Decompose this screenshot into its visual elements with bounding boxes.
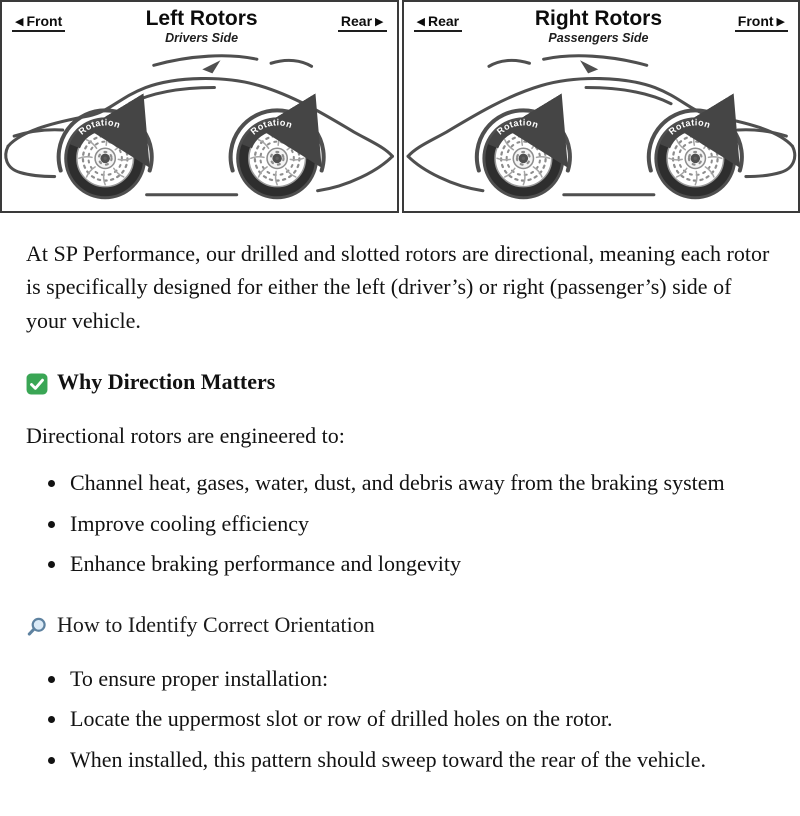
- car-illustration-passenger-side: Rotation Rotation: [404, 41, 799, 211]
- rear-direction-label: Rear ▶: [338, 13, 387, 32]
- panel-title: Right Rotors: [462, 8, 735, 30]
- rear-label-text: Rear: [428, 13, 459, 29]
- section-why-direction-matters: Why Direction Matters: [26, 365, 774, 398]
- right-panel-header: ◀ Rear Right Rotors Passengers Side Fron…: [404, 2, 799, 45]
- panel-subtitle: Drivers Side: [65, 31, 338, 45]
- list-item: To ensure proper installation:: [68, 662, 770, 695]
- arrow-left-icon: ◀: [15, 16, 23, 27]
- section-how-to-identify: How to Identify Correct Orientation: [26, 608, 774, 641]
- section1-lead: Directional rotors are engineered to:: [26, 419, 774, 452]
- intro-paragraph: At SP Performance, our drilled and slott…: [26, 237, 774, 337]
- section-title: Why Direction Matters: [57, 365, 275, 398]
- car-illustration-driver-side: Rotation Rotation: [2, 41, 397, 211]
- list-item: Improve cooling efficiency: [68, 507, 770, 540]
- front-direction-label: ◀ Front: [12, 13, 65, 32]
- right-panel-title-block: Right Rotors Passengers Side: [462, 8, 735, 45]
- arrow-right-icon: ▶: [777, 16, 785, 27]
- list-item: Locate the uppermost slot or row of dril…: [68, 702, 770, 735]
- panel-title: Left Rotors: [65, 8, 338, 30]
- list-item: When installed, this pattern should swee…: [68, 743, 770, 776]
- magnifying-glass-icon: [26, 614, 48, 636]
- rear-direction-label: ◀ Rear: [414, 13, 463, 32]
- rear-label-text: Rear: [341, 13, 372, 29]
- left-panel-title-block: Left Rotors Drivers Side: [65, 8, 338, 45]
- front-direction-label: Front ▶: [735, 13, 788, 32]
- left-panel-header: ◀ Front Left Rotors Drivers Side Rear ▶: [2, 2, 397, 45]
- right-rotors-panel: ◀ Rear Right Rotors Passengers Side Fron…: [402, 0, 800, 213]
- front-label-text: Front: [26, 13, 62, 29]
- article-body: At SP Performance, our drilled and slott…: [0, 213, 800, 816]
- list-item: Enhance braking performance and longevit…: [68, 547, 770, 580]
- section-title: How to Identify Correct Orientation: [57, 608, 375, 641]
- arrow-left-icon: ◀: [417, 16, 425, 27]
- section2-bullet-list: To ensure proper installation: Locate th…: [26, 662, 774, 776]
- rotor-direction-diagram: ◀ Front Left Rotors Drivers Side Rear ▶ …: [0, 0, 800, 213]
- section1-bullet-list: Channel heat, gases, water, dust, and de…: [26, 466, 774, 580]
- front-label-text: Front: [738, 13, 774, 29]
- arrow-right-icon: ▶: [375, 16, 383, 27]
- left-rotors-panel: ◀ Front Left Rotors Drivers Side Rear ▶ …: [0, 0, 399, 213]
- list-item: Channel heat, gases, water, dust, and de…: [68, 466, 770, 499]
- check-mark-icon: [26, 371, 48, 393]
- panel-subtitle: Passengers Side: [462, 31, 735, 45]
